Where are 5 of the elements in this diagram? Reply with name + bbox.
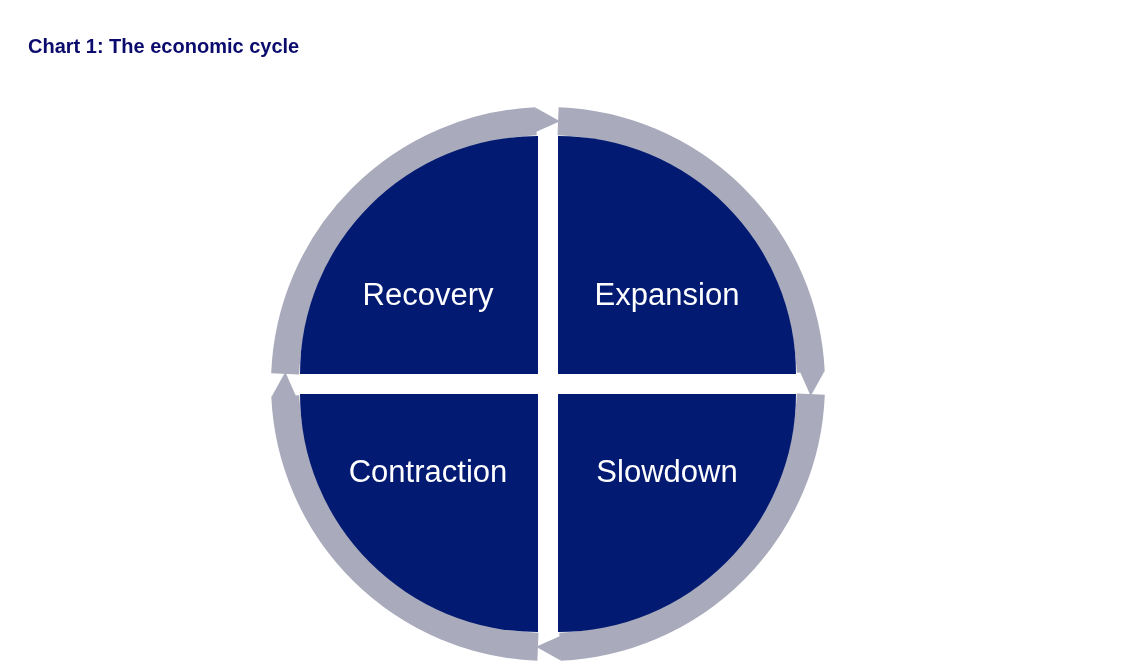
phase-label: Expansion [594, 275, 740, 314]
phase-label: Slowdown [596, 452, 738, 491]
chart-title: Chart 1: The economic cycle [28, 34, 300, 59]
phase-label: Recovery [362, 275, 494, 314]
phase-label: Contraction [348, 452, 508, 491]
